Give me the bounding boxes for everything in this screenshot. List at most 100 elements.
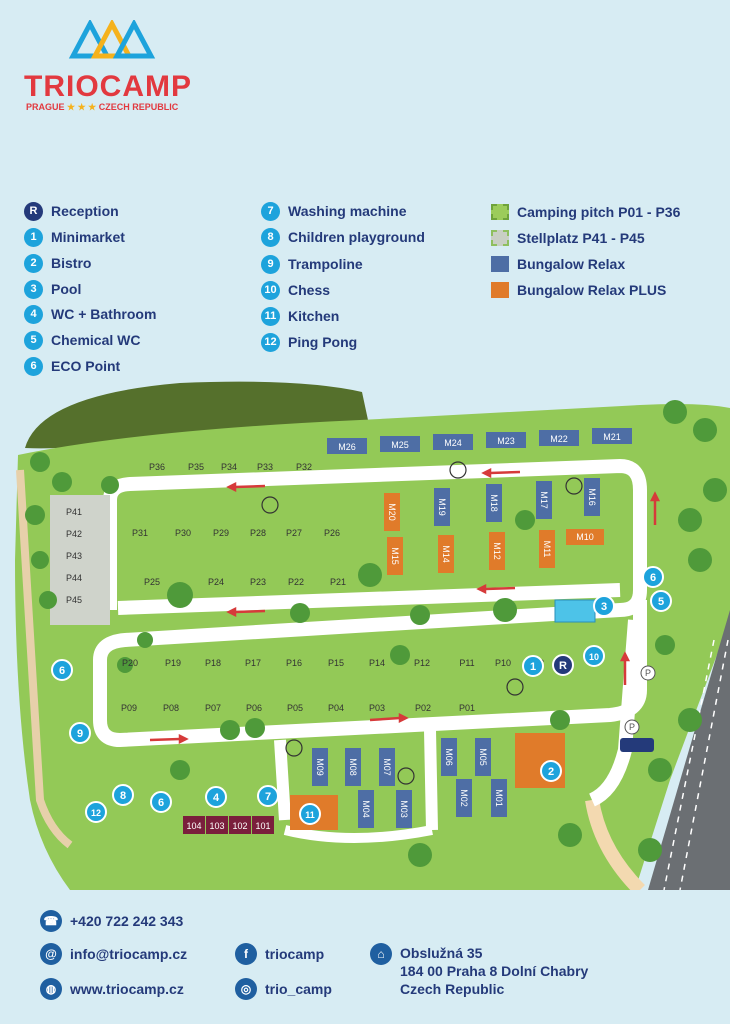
stellplatz-area — [50, 495, 110, 625]
bungalow-label: M12 — [492, 542, 502, 560]
forest-area — [25, 381, 368, 449]
web-contact[interactable]: ◍www.triocamp.cz — [40, 978, 184, 1000]
email-contact[interactable]: @info@triocamp.cz — [40, 943, 187, 965]
bungalow-label: M09 — [315, 758, 325, 776]
pitch-p27: P27 — [286, 528, 302, 538]
legend-camping-pitch: Camping pitch P01 - P36 — [491, 202, 680, 222]
facility-badge-6 — [51, 659, 73, 681]
pitch-p04: P04 — [328, 703, 344, 713]
facility-badge-label: 9 — [77, 728, 83, 740]
bungalow-label: M04 — [361, 800, 371, 818]
bungalow-m20 — [384, 493, 400, 531]
facility-badge-label: 4 — [213, 792, 220, 804]
legend-bungalow-relax-plus: Bungalow Relax PLUS — [491, 280, 666, 300]
highway — [648, 610, 730, 890]
bungalow-m22 — [539, 430, 579, 446]
globe-icon: ◍ — [40, 978, 62, 1000]
bungalow-label: M11 — [542, 541, 552, 558]
bungalow-m09 — [312, 748, 328, 786]
bungalow-label: M07 — [382, 758, 392, 776]
bungalow-label: M10 — [576, 532, 594, 542]
pitch-p34: P34 — [221, 462, 237, 472]
instagram-contact[interactable]: ◎trio_camp — [235, 978, 332, 1000]
brand-name: TRIOCAMP — [24, 70, 192, 103]
pitch-p16: P16 — [286, 658, 302, 668]
svg-text:P: P — [645, 668, 651, 678]
phone-icon: ☎ — [40, 910, 62, 932]
facility-badge-9 — [69, 722, 91, 744]
pitch-p24: P24 — [208, 577, 224, 587]
legend-stellplatz: Stellplatz P41 - P45 — [491, 228, 645, 248]
bungalow-label: M17 — [539, 491, 549, 509]
facility-badge-10 — [583, 645, 605, 667]
pitch-p08: P08 — [163, 703, 179, 713]
bungalow-label: M19 — [437, 498, 447, 516]
bungalow-m12 — [489, 532, 505, 570]
bungalow-m07 — [379, 748, 395, 786]
facility-badge-label: 2 — [548, 766, 554, 778]
pitch-p21: P21 — [330, 577, 346, 587]
pitch-p02: P02 — [415, 703, 431, 713]
bungalow-m18 — [486, 484, 502, 522]
tent-logo-icon — [68, 20, 156, 59]
facility-badge-R — [552, 654, 574, 676]
bungalow-label: M21 — [603, 432, 621, 442]
pitch-p10: P10 — [495, 658, 511, 668]
parking-icons: P P — [624, 665, 656, 735]
bungalow-m04 — [358, 790, 374, 828]
facility-badge-label: 6 — [650, 572, 656, 584]
pitch-p28: P28 — [250, 528, 266, 538]
pitch-p33: P33 — [257, 462, 273, 472]
pool-icon — [554, 599, 596, 623]
bungalow-m24 — [433, 434, 473, 450]
facility-badge-2 — [540, 760, 562, 782]
facility-badge-label: 1 — [530, 661, 536, 673]
pitch-p22: P22 — [288, 577, 304, 587]
pitch-p06: P06 — [246, 703, 262, 713]
bungalow-label: M22 — [550, 434, 568, 444]
bungalow-m19 — [434, 488, 450, 526]
sanitary-label: 103 — [209, 821, 224, 831]
camp-road — [93, 458, 647, 748]
pitch-p14: P14 — [369, 658, 385, 668]
bungalow-label: M08 — [348, 758, 358, 776]
bungalow-m10 — [566, 529, 604, 545]
facility-badge-5 — [650, 590, 672, 612]
pitch-p01: P01 — [459, 703, 475, 713]
brand-logo: TRIOCAMP PRAGUE ★ ★ ★ CZECH REPUBLIC — [20, 20, 220, 120]
facility-badge-label: 6 — [158, 797, 164, 809]
bungalow-label: M20 — [387, 503, 397, 521]
pitch-p15: P15 — [328, 658, 344, 668]
bungalow-label: M14 — [441, 545, 451, 563]
legend-bungalow-relax: Bungalow Relax — [491, 254, 625, 274]
bungalow-m15 — [387, 537, 403, 575]
pitch-p12: P12 — [414, 658, 430, 668]
pitch-p07: P07 — [205, 703, 221, 713]
facility-badge-6 — [150, 791, 172, 813]
facebook-icon: f — [235, 943, 257, 965]
email-icon: @ — [40, 943, 62, 965]
sanitary-103 — [206, 816, 228, 834]
bungalow-m03 — [396, 790, 412, 828]
bungalow-m16 — [584, 478, 600, 516]
pitch-p09: P09 — [121, 703, 137, 713]
address: Obslužná 35 184 00 Praha 8 Dolní Chabry … — [400, 945, 589, 997]
sanitary-104 — [183, 816, 205, 834]
bungalow-label: M03 — [399, 800, 409, 818]
bungalow-m21 — [592, 428, 632, 444]
facility-badge-11 — [299, 803, 321, 825]
bungalow-label: M18 — [489, 494, 499, 512]
facility-badge-1 — [522, 655, 544, 677]
phone-contact[interactable]: ☎+420 722 242 343 — [40, 910, 183, 932]
